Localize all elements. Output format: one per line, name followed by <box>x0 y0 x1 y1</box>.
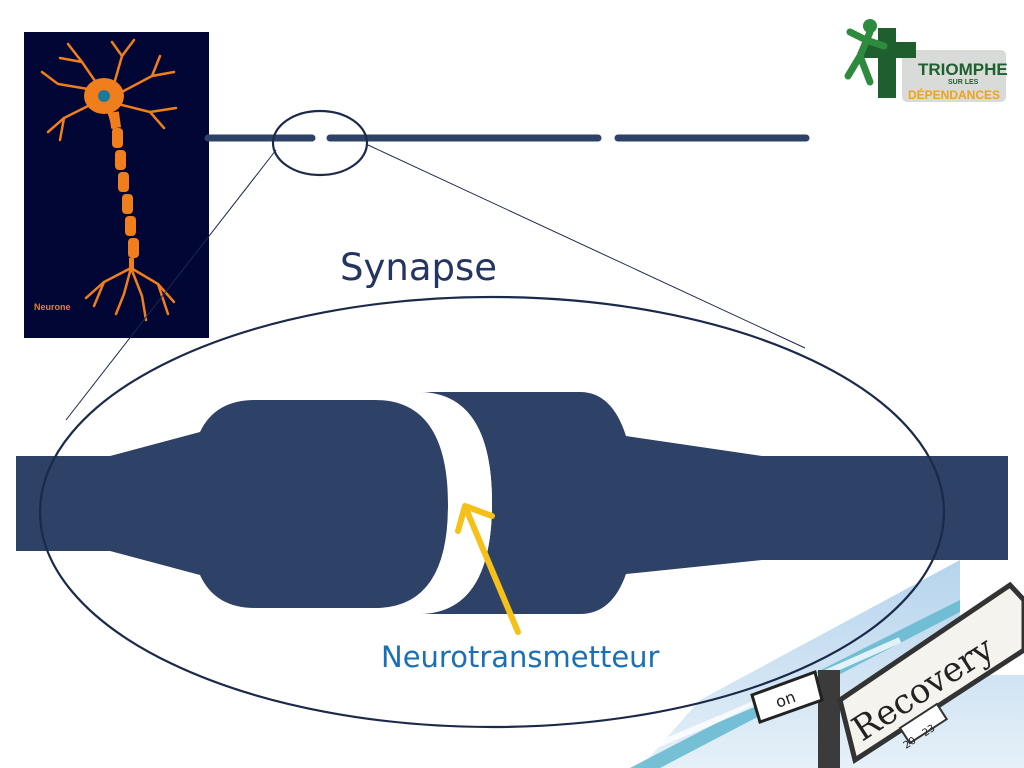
zoom-line-left <box>66 150 276 420</box>
synapse-title: Synapse <box>340 246 497 289</box>
logo-title: TRIOMPHE <box>918 60 1008 80</box>
logo-subtitle: SUR LES <box>948 79 978 86</box>
presynaptic-terminal <box>16 400 448 608</box>
triomphe-logo: TRIOMPHE SUR LES DÉPENDANCES <box>840 16 1008 106</box>
highlight-circle <box>273 111 367 175</box>
neurotransmitter-label: Neurotransmetteur <box>381 640 659 674</box>
logo-tagline: DÉPENDANCES <box>908 88 1000 102</box>
